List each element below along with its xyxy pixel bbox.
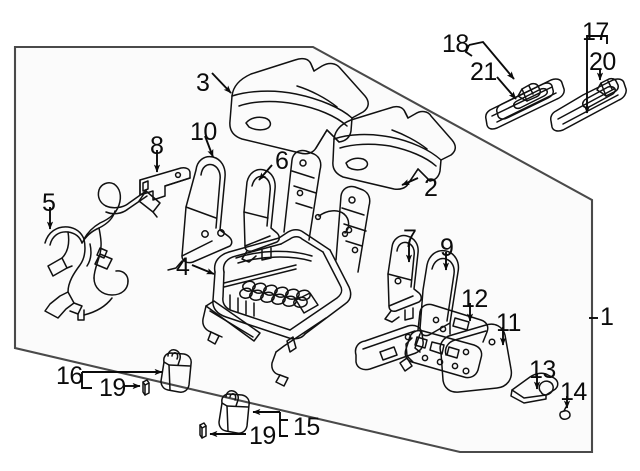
callout-number-14: 14 [560, 378, 587, 406]
callout-number-8: 8 [150, 132, 164, 160]
callout-number-10: 10 [190, 118, 217, 146]
callout-number-9: 9 [440, 234, 454, 262]
part-release-handle [510, 372, 559, 404]
callout-number-3: 3 [196, 69, 210, 97]
part-seat-cushion-frame [202, 149, 371, 387]
callout-number-19-right: 19 [249, 422, 276, 450]
leader-lines [46, 35, 608, 438]
callout-number-4: 4 [176, 253, 190, 281]
part-clip-set-right [199, 390, 250, 439]
part-clip-set-left [142, 349, 192, 396]
callout-number-15: 15 [293, 413, 320, 441]
part-striker-bracket [139, 167, 191, 201]
part-seat-track-left [485, 78, 565, 130]
part-side-rail-cover [354, 324, 424, 371]
callout-number-1: 1 [600, 303, 614, 331]
callout-number-6: 6 [275, 147, 289, 175]
callout-number-12: 12 [461, 285, 488, 313]
part-seat-cushion-pad-right [332, 105, 456, 190]
callout-number-20: 20 [589, 48, 616, 76]
callout-number-19-left: 19 [99, 374, 126, 402]
part-hinge-bracket-right [384, 234, 422, 323]
callout-number-7: 7 [403, 225, 417, 253]
callout-number-5: 5 [42, 189, 56, 217]
part-seat-cushion-pad-left [229, 57, 369, 155]
part-hinge-bracket-inner [241, 168, 280, 263]
callout-number-16: 16 [56, 362, 83, 390]
part-seat-track-right [550, 77, 627, 132]
callout-number-17: 17 [582, 18, 609, 46]
callout-number-11: 11 [496, 309, 521, 337]
callout-number-13: 13 [529, 356, 556, 384]
callout-number-21: 21 [470, 58, 497, 86]
part-hinge-cover-outer [439, 323, 513, 393]
callout-number-18: 18 [442, 30, 469, 58]
callout-number-2: 2 [424, 174, 438, 202]
part-seat-wire-harness [44, 182, 161, 321]
